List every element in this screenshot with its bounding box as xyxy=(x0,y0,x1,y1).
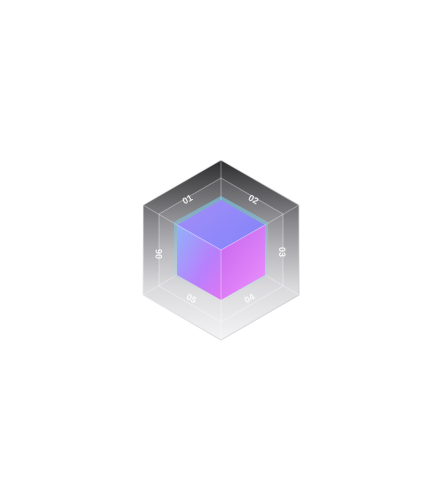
cube-left-face xyxy=(177,225,221,300)
segment-label-01: 01 xyxy=(181,193,195,207)
segment-label-06: 06 xyxy=(154,249,164,259)
segment-dividers xyxy=(142,160,300,340)
segment-label-03: 03 xyxy=(277,247,287,257)
segment-label-05: 05 xyxy=(185,292,199,306)
cube xyxy=(174,196,268,302)
cube-right-face xyxy=(221,225,265,300)
segment-label-04: 04 xyxy=(243,292,257,306)
segment-label-02: 02 xyxy=(247,193,261,207)
